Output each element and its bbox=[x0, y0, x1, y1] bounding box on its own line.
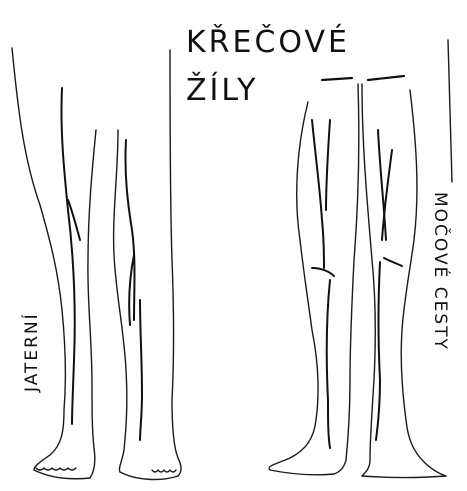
title-line-1: KŘEČOVÉ bbox=[186, 23, 350, 60]
legs-back-view bbox=[269, 76, 446, 478]
label-right-urinary-tract: MOČOVÉ CESTY bbox=[430, 192, 452, 351]
label-left-liver: JATERNÍ bbox=[20, 312, 42, 393]
page-edge-line bbox=[448, 40, 452, 182]
right-leg-front bbox=[114, 50, 181, 479]
waist-mark-left bbox=[322, 78, 352, 80]
veins-front bbox=[61, 88, 142, 440]
legs-front-view bbox=[12, 48, 181, 479]
title-line-2: ŽÍLY bbox=[186, 72, 258, 108]
left-leg-front bbox=[12, 48, 96, 479]
veins-back bbox=[312, 120, 402, 448]
waist-mark-right bbox=[368, 76, 404, 80]
